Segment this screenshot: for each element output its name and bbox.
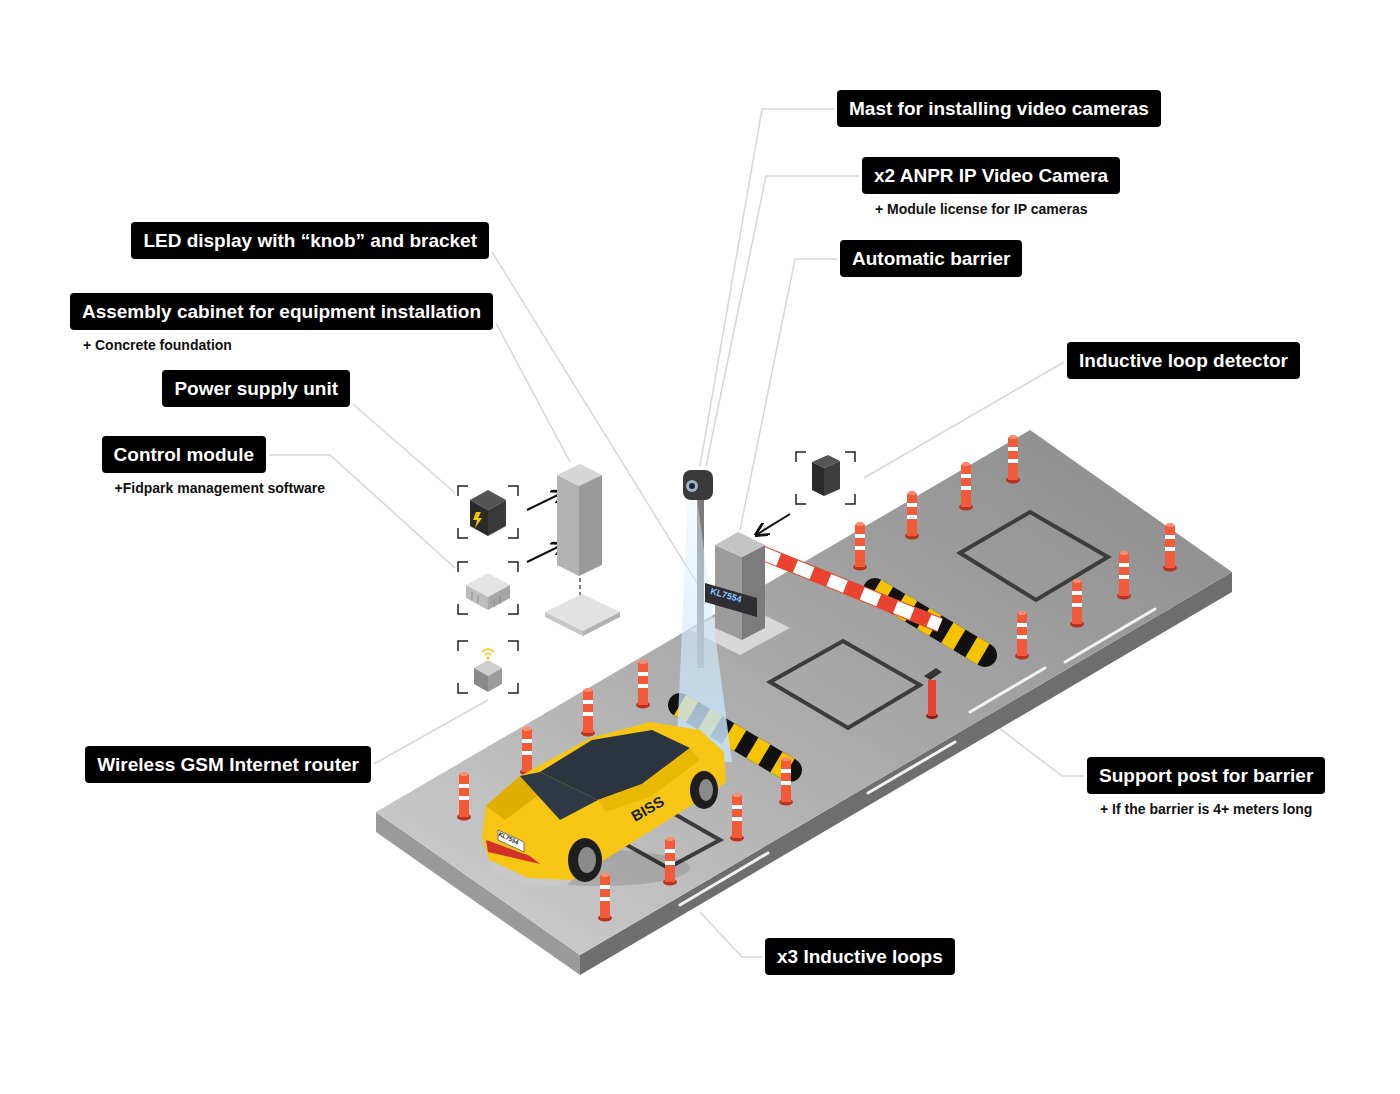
slab-top	[376, 430, 1232, 955]
icon-brackets	[458, 452, 855, 693]
callout-label: x3 Inductive loops	[765, 938, 955, 975]
callout-title: Power supply unit	[174, 376, 338, 401]
callout-label: Control module+Fidpark management softwa…	[102, 436, 266, 473]
callout-label: Mast for installing video cameras	[837, 90, 1161, 127]
callout-note: +Fidpark management software	[115, 480, 325, 497]
callout-label: Automatic barrier	[840, 240, 1022, 277]
car	[482, 722, 726, 886]
callout-label: Wireless GSM Internet router	[85, 746, 371, 783]
callout-label: Support post for barrier+ If the barrier…	[1087, 757, 1325, 794]
led-display	[705, 583, 757, 617]
callout-title: Assembly cabinet for equipment installat…	[82, 299, 481, 324]
callout-title: Wireless GSM Internet router	[97, 752, 359, 777]
callout-label: LED display with “knob” and bracket	[131, 222, 489, 259]
callout-title: Automatic barrier	[852, 246, 1010, 271]
assembly-cabinet	[545, 464, 620, 636]
bollards	[598, 757, 793, 922]
callout-note: + Concrete foundation	[83, 337, 232, 354]
support-post	[924, 668, 942, 719]
control-module-icon	[466, 573, 510, 610]
callout-title: LED display with “knob” and bracket	[143, 228, 477, 253]
lane-marks	[680, 609, 1155, 905]
callout-label: x2 ANPR IP Video Camera+ Module license …	[862, 157, 1120, 194]
loop-detector-icon	[812, 455, 840, 496]
plate-text: KL7554	[497, 831, 519, 845]
callout-label: Inductive loop detector	[1067, 342, 1300, 379]
display-text: KL7554	[709, 586, 743, 604]
callout-title: Inductive loop detector	[1079, 348, 1288, 373]
callout-note: + If the barrier is 4+ meters long	[1100, 801, 1312, 818]
mast	[676, 470, 732, 762]
barrier-cabinet	[715, 532, 765, 640]
callout-title: x2 ANPR IP Video Camera	[874, 163, 1108, 188]
bollards	[457, 435, 1177, 821]
callout-title: Mast for installing video cameras	[849, 96, 1149, 121]
router-icon	[474, 649, 502, 692]
car-logo: BISS	[628, 792, 667, 824]
barrier-arm	[762, 553, 940, 625]
callout-title: Support post for barrier	[1099, 763, 1313, 788]
power-supply-icon	[470, 490, 506, 536]
callout-note: + Module license for IP cameras	[875, 201, 1088, 218]
callout-title: x3 Inductive loops	[777, 944, 943, 969]
callout-label: Assembly cabinet for equipment installat…	[70, 293, 493, 330]
callout-title: Control module	[114, 442, 254, 467]
callout-label: Power supply unit	[162, 370, 350, 407]
